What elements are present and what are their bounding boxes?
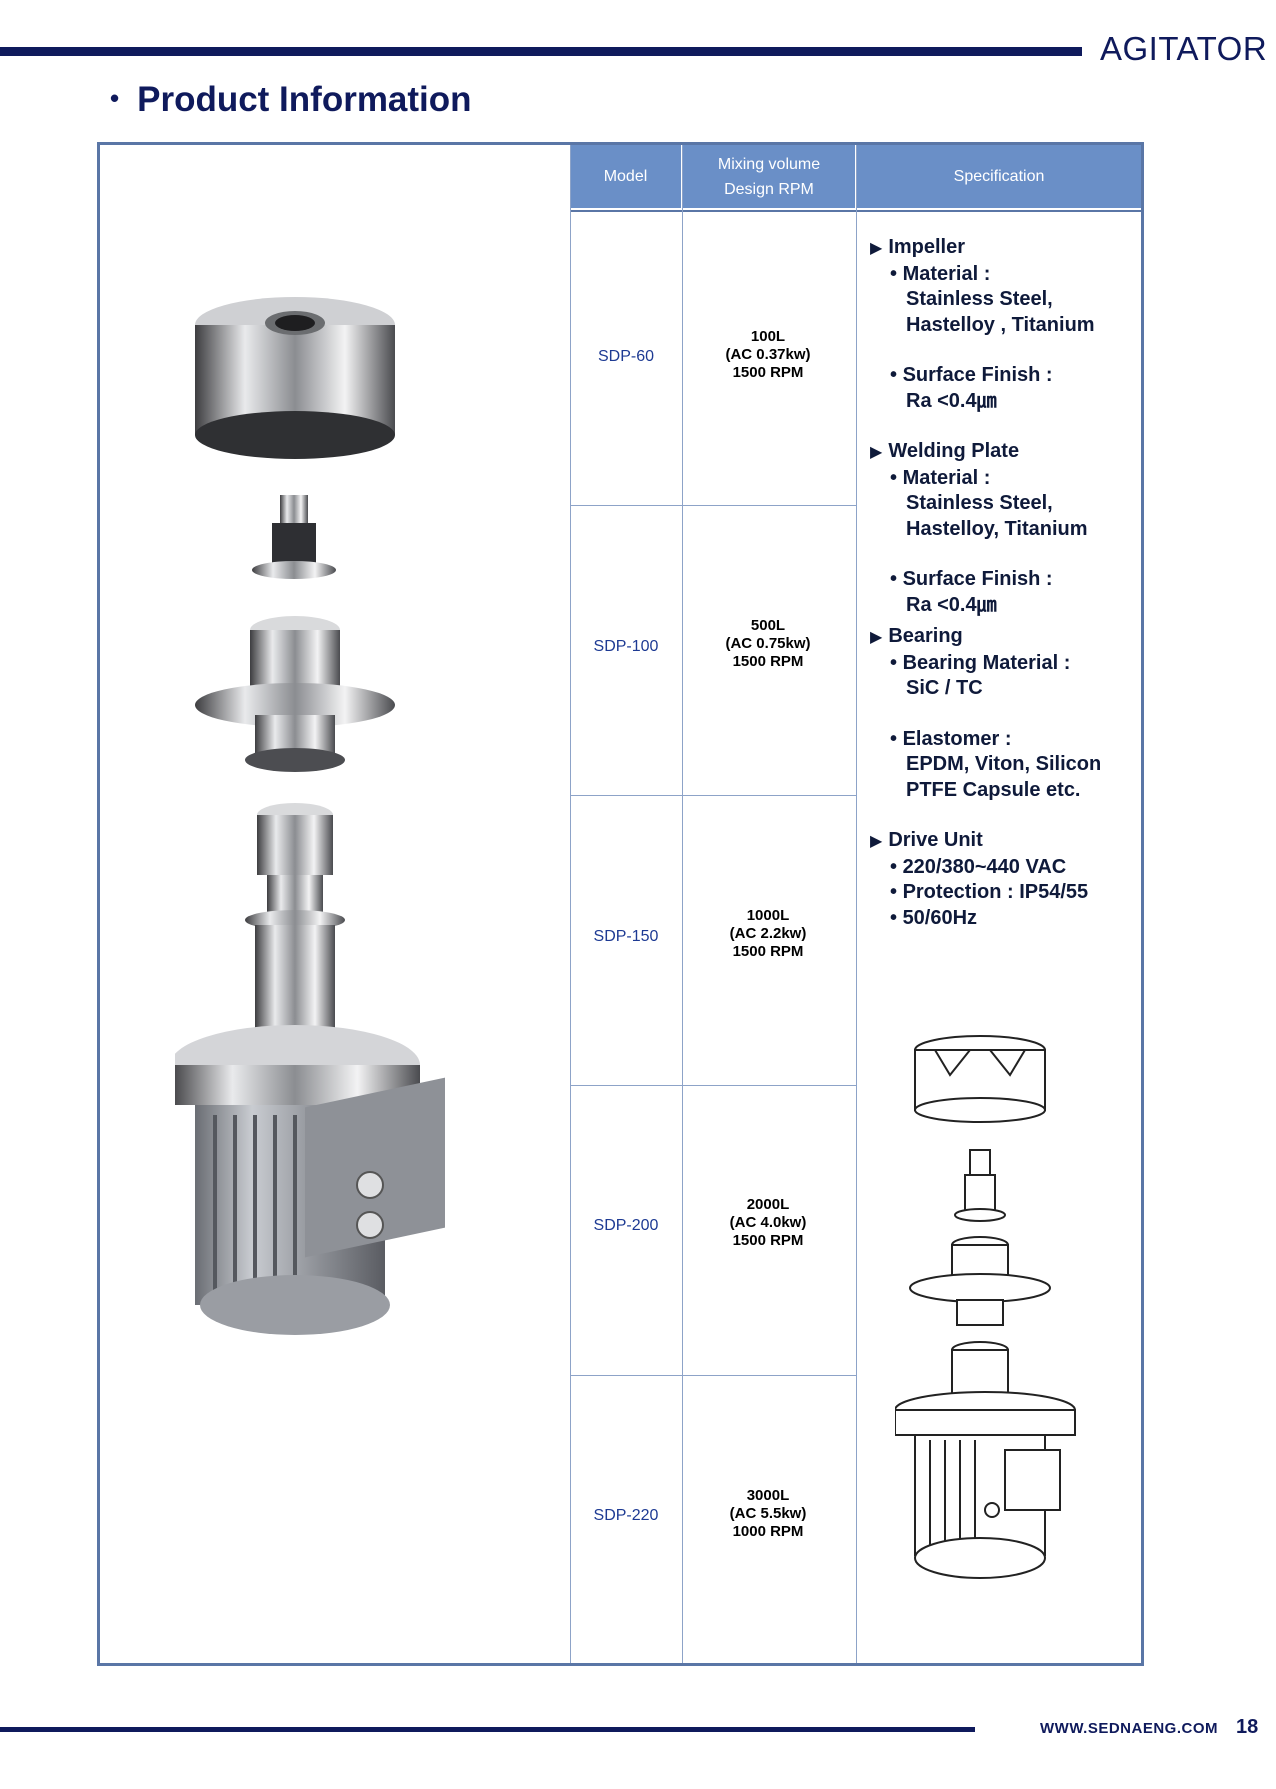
product-table-frame xyxy=(97,142,1144,1666)
power: (AC 5.5kw) xyxy=(729,1505,807,1522)
footer-rule xyxy=(0,1727,975,1732)
page-number: 18 xyxy=(1236,1716,1259,1738)
spec-item: • 220/380~440 VAC xyxy=(890,855,1067,878)
volume: 1000L xyxy=(746,907,790,924)
row-divider xyxy=(570,505,857,506)
spec-item: • Material : xyxy=(890,466,991,489)
spec-value: Hastelloy , Titanium xyxy=(906,313,1095,336)
spec-heading-welding-plate: ▶Welding Plate xyxy=(870,440,1020,462)
seal-part xyxy=(195,616,395,772)
rpm: 1500 RPM xyxy=(732,1232,804,1249)
column-divider xyxy=(570,145,571,1663)
section-title: • Product Information xyxy=(110,80,472,120)
impeller-part xyxy=(195,297,395,459)
agitator-line-drawing xyxy=(895,1035,1076,1579)
spec-item: • Protection : IP54/55 xyxy=(890,881,1089,903)
spec-item: • Elastomer : xyxy=(890,727,1012,750)
specification-list: ▶Impeller • Material : Stainless Steel, … xyxy=(870,235,1140,931)
capacity-sdp-200: 2000L (AC 4.0kw) 1500 RPM xyxy=(682,1196,854,1250)
spec-gap xyxy=(870,542,1140,567)
capacity-sdp-220: 3000L (AC 5.5kw) 1000 RPM xyxy=(682,1487,854,1541)
header-divider xyxy=(570,210,1141,212)
brand-title: AGITATOR xyxy=(1100,30,1268,67)
spec-heading-drive-unit: ▶Drive Unit xyxy=(870,829,983,851)
row-divider xyxy=(570,1085,857,1086)
diagram-motor xyxy=(895,1391,1076,1579)
power: (AC 0.37kw) xyxy=(725,346,811,363)
spec-item: • Surface Finish : xyxy=(890,568,1053,590)
capacity-sdp-100: 500L (AC 0.75kw) 1500 RPM xyxy=(682,617,854,671)
column-divider xyxy=(856,145,857,1663)
bearing-part xyxy=(252,495,336,579)
triangle-bullet-icon: ▶ xyxy=(870,833,883,850)
diagram-impeller xyxy=(914,1035,1046,1123)
spec-value: Stainless Steel, xyxy=(906,288,1053,310)
spec-gap xyxy=(870,414,1140,439)
spec-heading-impeller: ▶Impeller xyxy=(870,236,966,258)
spec-gap xyxy=(870,803,1140,828)
rpm: 1500 RPM xyxy=(732,653,804,670)
spec-value: SiC / TC xyxy=(906,677,983,699)
volume: 100L xyxy=(750,328,786,345)
spec-gap xyxy=(870,338,1140,363)
power: (AC 0.75kw) xyxy=(725,635,811,652)
model-sdp-60: SDP-60 xyxy=(597,348,655,365)
row-divider xyxy=(570,1375,857,1376)
column-header-mixing-volume: Mixing volume Design RPM xyxy=(683,145,855,208)
capacity-sdp-150: 1000L (AC 2.2kw) 1500 RPM xyxy=(682,907,854,961)
triangle-bullet-icon: ▶ xyxy=(870,444,883,461)
header-rule xyxy=(0,47,1082,56)
model-sdp-220: SDP-220 xyxy=(593,1507,659,1524)
spec-item: • 50/60Hz xyxy=(890,906,978,929)
agitator-exploded-image xyxy=(175,297,445,1335)
column-divider xyxy=(682,145,683,1663)
rpm: 1500 RPM xyxy=(732,943,804,960)
power: (AC 2.2kw) xyxy=(729,925,807,942)
power: (AC 4.0kw) xyxy=(729,1214,807,1231)
section-title-text: Product Information xyxy=(137,80,472,119)
spec-heading-bearing: ▶Bearing xyxy=(870,625,963,647)
bullet-icon: • xyxy=(110,83,120,113)
rpm: 1500 RPM xyxy=(732,364,804,381)
volume: 500L xyxy=(750,617,786,634)
model-sdp-150: SDP-150 xyxy=(593,928,659,945)
spec-item: • Material : xyxy=(890,262,991,285)
spec-item: • Surface Finish : xyxy=(890,364,1053,386)
diagram-shaft xyxy=(954,1149,1006,1222)
triangle-bullet-icon: ▶ xyxy=(870,240,883,257)
spec-value: EPDM, Viton, Silicon xyxy=(906,753,1102,775)
spec-value: Ra <0.4㎛ xyxy=(906,389,997,412)
drive-unit-part xyxy=(175,803,445,1335)
column-header-model: Model xyxy=(570,145,681,208)
model-sdp-100: SDP-100 xyxy=(593,638,659,655)
capacity-sdp-60: 100L (AC 0.37kw) 1500 RPM xyxy=(682,328,854,382)
diagram-seal xyxy=(909,1236,1051,1396)
volume: 3000L xyxy=(746,1487,790,1504)
spec-value: Ra <0.4㎛ xyxy=(906,593,997,616)
model-sdp-200: SDP-200 xyxy=(593,1217,659,1234)
spec-value: PTFE Capsule etc. xyxy=(906,778,1081,801)
spec-item: • Bearing Material : xyxy=(890,651,1071,674)
volume: 2000L xyxy=(746,1196,790,1213)
rpm: 1000 RPM xyxy=(732,1523,804,1540)
row-divider xyxy=(570,795,857,796)
spec-gap xyxy=(870,702,1140,727)
spec-value: Hastelloy, Titanium xyxy=(906,517,1088,540)
footer-url: WWW.SEDNAENG.COM xyxy=(1040,1720,1218,1737)
spec-value: Stainless Steel, xyxy=(906,492,1053,514)
triangle-bullet-icon: ▶ xyxy=(870,629,883,646)
column-header-specification: Specification xyxy=(857,145,1141,208)
